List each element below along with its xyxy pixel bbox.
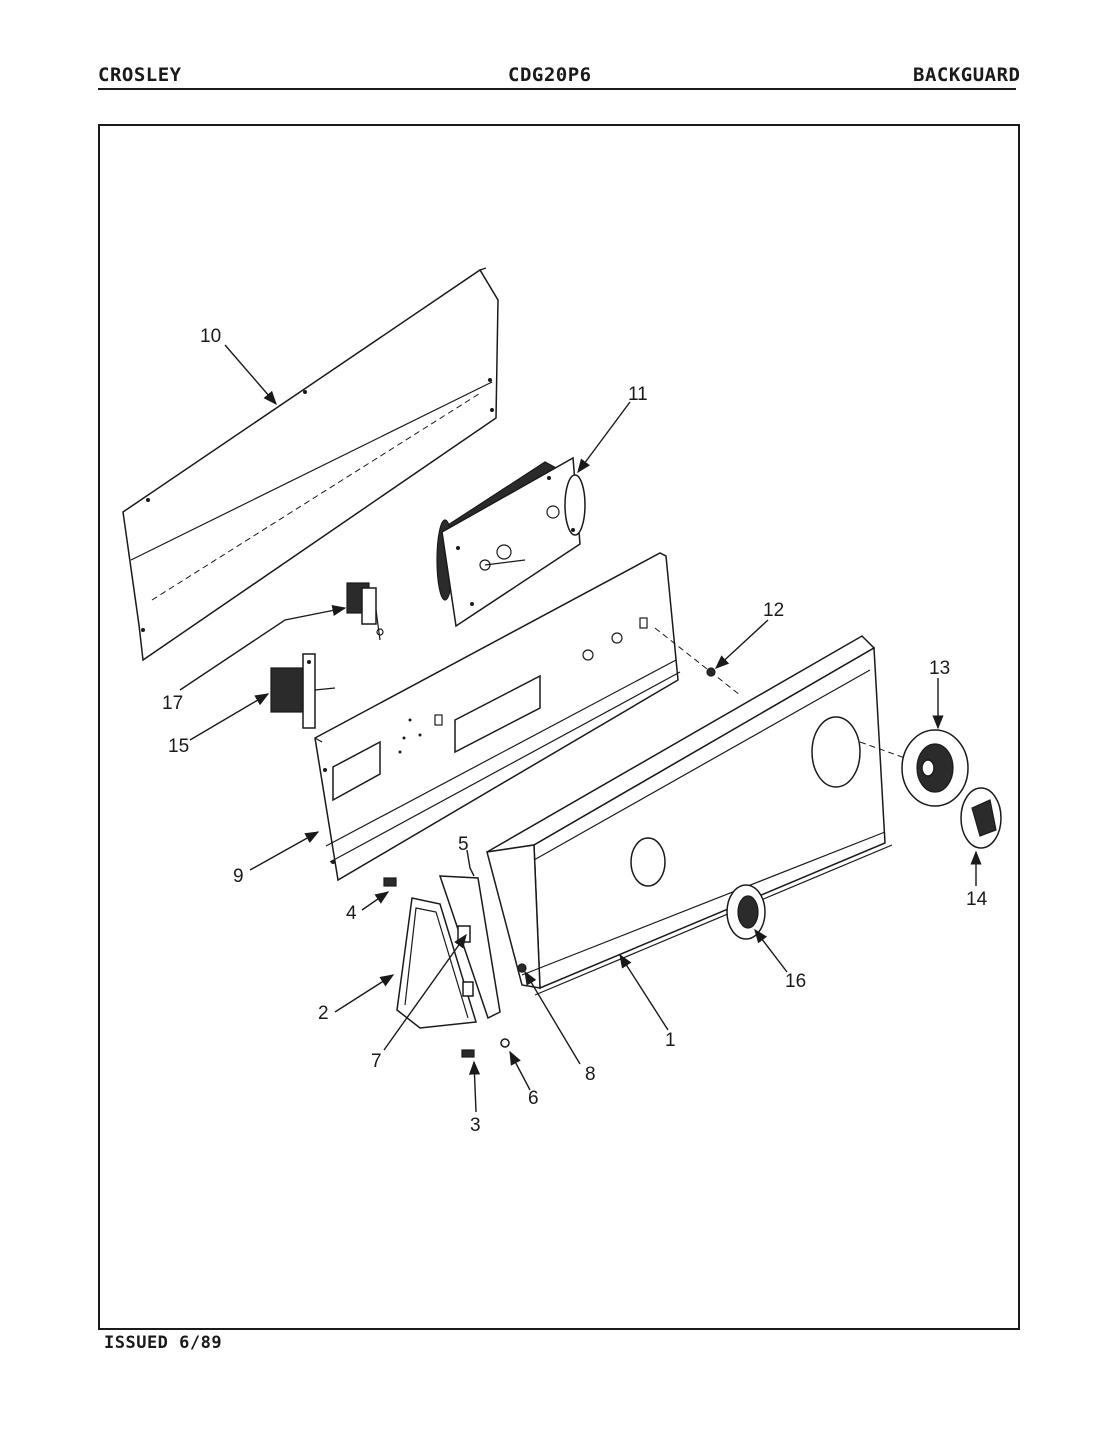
callout-17: 17 — [162, 693, 183, 714]
callout-15: 15 — [168, 736, 189, 757]
callout-labels: 10 11 12 13 14 16 1 8 6 3 5 7 2 4 9 15 1… — [162, 326, 988, 1136]
part-9-control-panel — [314, 552, 681, 882]
callout-11: 11 — [628, 384, 648, 405]
part-13-dial-bezel — [859, 729, 969, 807]
part-15-switch — [270, 653, 336, 729]
part-7-bracket — [457, 925, 474, 997]
section-title: BACKGUARD — [913, 64, 1021, 86]
part-8-screw — [517, 963, 527, 973]
leader-lines — [179, 344, 982, 1113]
callout-13: 13 — [929, 658, 950, 679]
callout-12: 12 — [763, 600, 784, 621]
part-4-clip — [383, 877, 397, 887]
part-11-timer — [436, 456, 586, 628]
part-16-push-button — [726, 884, 766, 940]
header-rule — [98, 88, 1016, 90]
part-17-switch — [346, 582, 384, 641]
callout-10: 10 — [200, 326, 221, 347]
callout-1: 1 — [665, 1030, 676, 1051]
part-2-end-cap — [396, 897, 477, 1029]
part-14-timer-knob — [960, 787, 1002, 849]
callout-6: 6 — [528, 1088, 539, 1109]
callout-4: 4 — [346, 903, 357, 924]
brand-label: CROSLEY — [98, 64, 182, 86]
part-10-rear-panel — [122, 267, 499, 662]
callout-16: 16 — [785, 971, 806, 992]
callout-9: 9 — [233, 866, 244, 887]
issued-date: ISSUED 6/89 — [104, 1333, 223, 1353]
part-1-backguard-housing — [486, 635, 893, 996]
callout-7: 7 — [371, 1051, 382, 1072]
part-6-nut — [500, 1038, 510, 1048]
callout-3: 3 — [470, 1115, 481, 1136]
diagram-frame — [98, 124, 1020, 1330]
model-number: CDG20P6 — [508, 64, 592, 86]
part-5-trim-strip — [438, 875, 501, 1020]
callout-14: 14 — [966, 889, 988, 910]
part-3-clip — [461, 1049, 475, 1058]
part-12-screw — [654, 627, 741, 696]
callout-8: 8 — [585, 1064, 596, 1085]
callout-5: 5 — [458, 834, 469, 855]
callout-2: 2 — [318, 1003, 329, 1024]
